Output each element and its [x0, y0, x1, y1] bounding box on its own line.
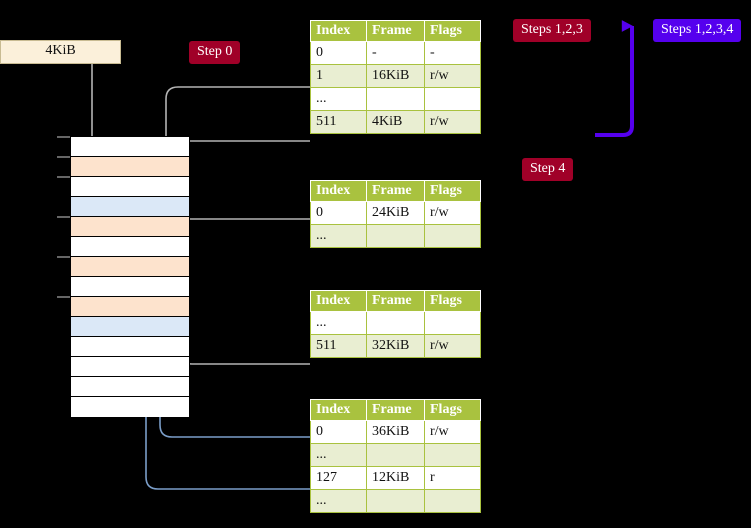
column-header-index: Index [310, 180, 367, 202]
column-header-flags: Flags [424, 20, 481, 42]
memory-frame-tick [57, 215, 70, 218]
column-header-frame: Frame [366, 290, 425, 312]
cell-index: 511 [310, 110, 367, 134]
memory-frame-row [57, 135, 189, 157]
cell-flags [424, 224, 481, 248]
memory-frame-row [71, 357, 189, 377]
table-row: ... [310, 489, 481, 513]
cell-flags [424, 311, 481, 335]
memory-frame-tick [57, 175, 70, 178]
column-header-frame: Frame [366, 180, 425, 202]
cell-flags [424, 87, 481, 111]
cell-frame [366, 311, 425, 335]
cell-frame: 36KiB [366, 420, 425, 444]
memory-frame-row [71, 197, 189, 217]
memory-frame-row [71, 237, 189, 257]
cell-index: ... [310, 87, 367, 111]
badge-step4-label: Step 4 [530, 161, 566, 176]
table-row: 0-- [310, 41, 481, 65]
cell-frame [366, 489, 425, 513]
wire-pdpt-row0 [177, 218, 310, 260]
table-row: ... [310, 224, 481, 248]
memory-frame-row [57, 155, 189, 177]
cell-frame [366, 224, 425, 248]
cell-index: ... [310, 443, 367, 467]
cell-frame [366, 87, 425, 111]
cell-index: 0 [310, 420, 367, 444]
memory-frame-row [71, 277, 189, 297]
table-row: ... [310, 311, 481, 335]
badge-step0: Step 0 [189, 41, 241, 64]
column-header-index: Index [310, 20, 367, 42]
cell-index: ... [310, 489, 367, 513]
cell-flags: r/w [424, 64, 481, 88]
column-header-index: Index [310, 290, 367, 312]
cell-flags [424, 443, 481, 467]
cell-index: 0 [310, 41, 367, 65]
cell-flags [424, 489, 481, 513]
wire-pd-511 [172, 287, 310, 365]
memory-frame-tick [57, 295, 70, 298]
badge-steps1234-label: Steps 1,2,3,4 [661, 22, 734, 37]
cell-index: ... [310, 311, 367, 335]
column-header-flags: Flags [424, 399, 481, 421]
cell-frame: 4KiB [366, 110, 425, 134]
column-header-frame: Frame [366, 399, 425, 421]
badge-step4: Step 4 [522, 158, 574, 181]
badge-steps123-label: Steps 1,2,3 [521, 22, 583, 37]
memory-frame-row [57, 175, 189, 197]
memory-frame-tick [57, 255, 70, 258]
memory-frame-tick [57, 155, 70, 158]
memory-frame-row [71, 397, 189, 417]
frame-size-label: 4KiB [0, 40, 121, 64]
memory-frame-row [57, 255, 189, 277]
cell-frame: 16KiB [366, 64, 425, 88]
wire-steps-loop [595, 20, 634, 137]
column-header-frame: Frame [366, 20, 425, 42]
physical-memory-column [57, 135, 190, 417]
cell-frame: - [366, 41, 425, 65]
memory-frame-row [71, 317, 189, 337]
cell-flags: r/w [424, 201, 481, 225]
cell-frame [366, 443, 425, 467]
cell-index: 1 [310, 64, 367, 88]
table-row: ... [310, 443, 481, 467]
cell-index: 511 [310, 334, 367, 358]
cell-flags: - [424, 41, 481, 65]
cell-flags: r/w [424, 420, 481, 444]
memory-frame-row [57, 215, 189, 237]
frame-size-text: 4KiB [45, 43, 76, 58]
cell-index: 0 [310, 201, 367, 225]
cell-frame: 24KiB [366, 201, 425, 225]
column-header-flags: Flags [424, 180, 481, 202]
cell-flags: r [424, 466, 481, 490]
memory-frame-row [57, 295, 189, 317]
cell-frame: 12KiB [366, 466, 425, 490]
cell-index: 127 [310, 466, 367, 490]
cell-flags: r/w [424, 110, 481, 134]
cell-index: ... [310, 224, 367, 248]
column-header-flags: Flags [424, 290, 481, 312]
memory-frame-row [71, 377, 189, 397]
memory-frame-row [71, 337, 189, 357]
badge-step0-label: Step 0 [197, 44, 233, 59]
memory-frame-tick [57, 135, 70, 138]
cell-flags: r/w [424, 334, 481, 358]
badge-steps123: Steps 1,2,3 [513, 19, 591, 42]
cell-frame: 32KiB [366, 334, 425, 358]
column-header-index: Index [310, 399, 367, 421]
table-row: ... [310, 87, 481, 111]
badge-steps1234: Steps 1,2,3,4 [653, 19, 742, 42]
